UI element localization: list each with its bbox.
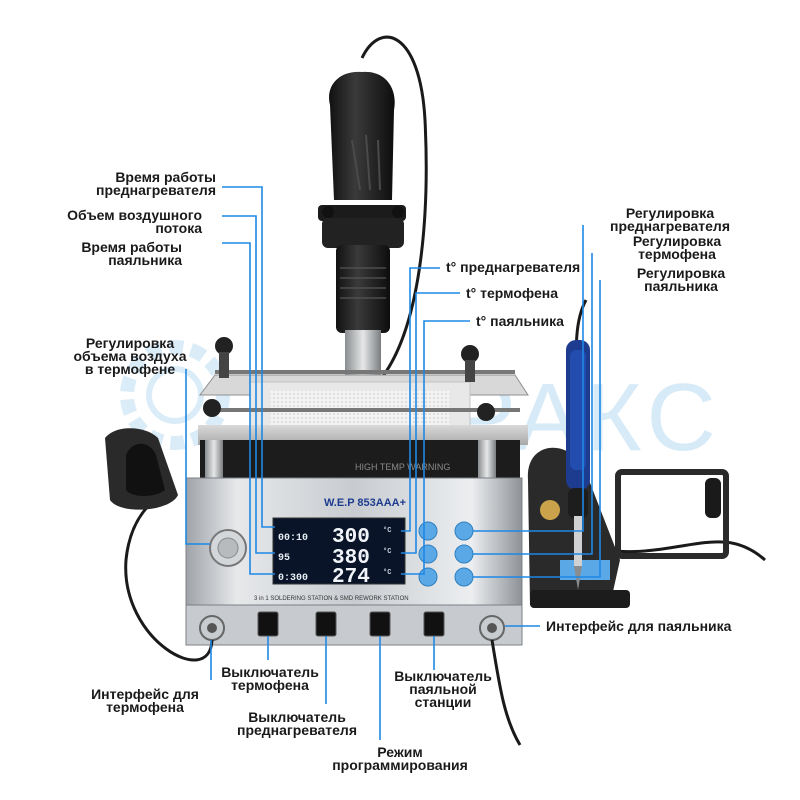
soldering-iron (566, 299, 590, 590)
warning-text: HIGH TEMP WARNING (355, 462, 450, 472)
down-button-hotair[interactable] (454, 544, 474, 564)
model-plate: W.E.P 853AAA+ (324, 497, 406, 509)
display-row-3-big: 274 (332, 566, 370, 589)
preheater-switch[interactable] (315, 611, 337, 637)
display-row-1-unit: °C (383, 526, 391, 535)
program-switch[interactable] (369, 611, 391, 637)
label-t-hotair: t° термофена (466, 285, 558, 301)
station-body: W.E.P 853AAA+ 3 in 1 SOLDERING STATION &… (185, 477, 523, 646)
hotair-gun (318, 71, 406, 385)
display-row-1-small: 00:10 (278, 533, 308, 544)
label-iron-port: Интерфейс для паяльника (546, 618, 732, 634)
label-t-preheater: t° преднагревателя (446, 259, 581, 275)
leader-lines (185, 186, 601, 740)
display-row-2-big: 380 (332, 547, 370, 570)
preheater-frame: HIGH TEMP WARNING (198, 337, 529, 478)
station-switch[interactable] (423, 611, 445, 637)
up-button-iron[interactable] (418, 567, 438, 587)
down-button-iron[interactable] (454, 567, 474, 587)
lcd-display (272, 517, 406, 585)
iron-port-cable (490, 639, 522, 746)
hotair-holder (105, 428, 178, 510)
display-row-3-small: 0:300 (278, 573, 308, 584)
display-row-2-unit: °C (383, 547, 391, 556)
label-t-iron: t° паяльника (476, 313, 564, 329)
tagline: 3 in 1 SOLDERING STATION & SMD REWORK ST… (254, 596, 409, 602)
iron-stand (527, 447, 729, 608)
display-row-3-unit: °C (383, 568, 391, 577)
up-button-preheater[interactable] (418, 521, 438, 541)
display-row-2-small: 95 (278, 553, 290, 564)
down-button-preheater[interactable] (454, 521, 474, 541)
display-row-1-big: 300 (332, 526, 370, 549)
up-button-hotair[interactable] (418, 544, 438, 564)
hotair-cable (360, 35, 428, 381)
hotair-switch[interactable] (257, 611, 279, 637)
